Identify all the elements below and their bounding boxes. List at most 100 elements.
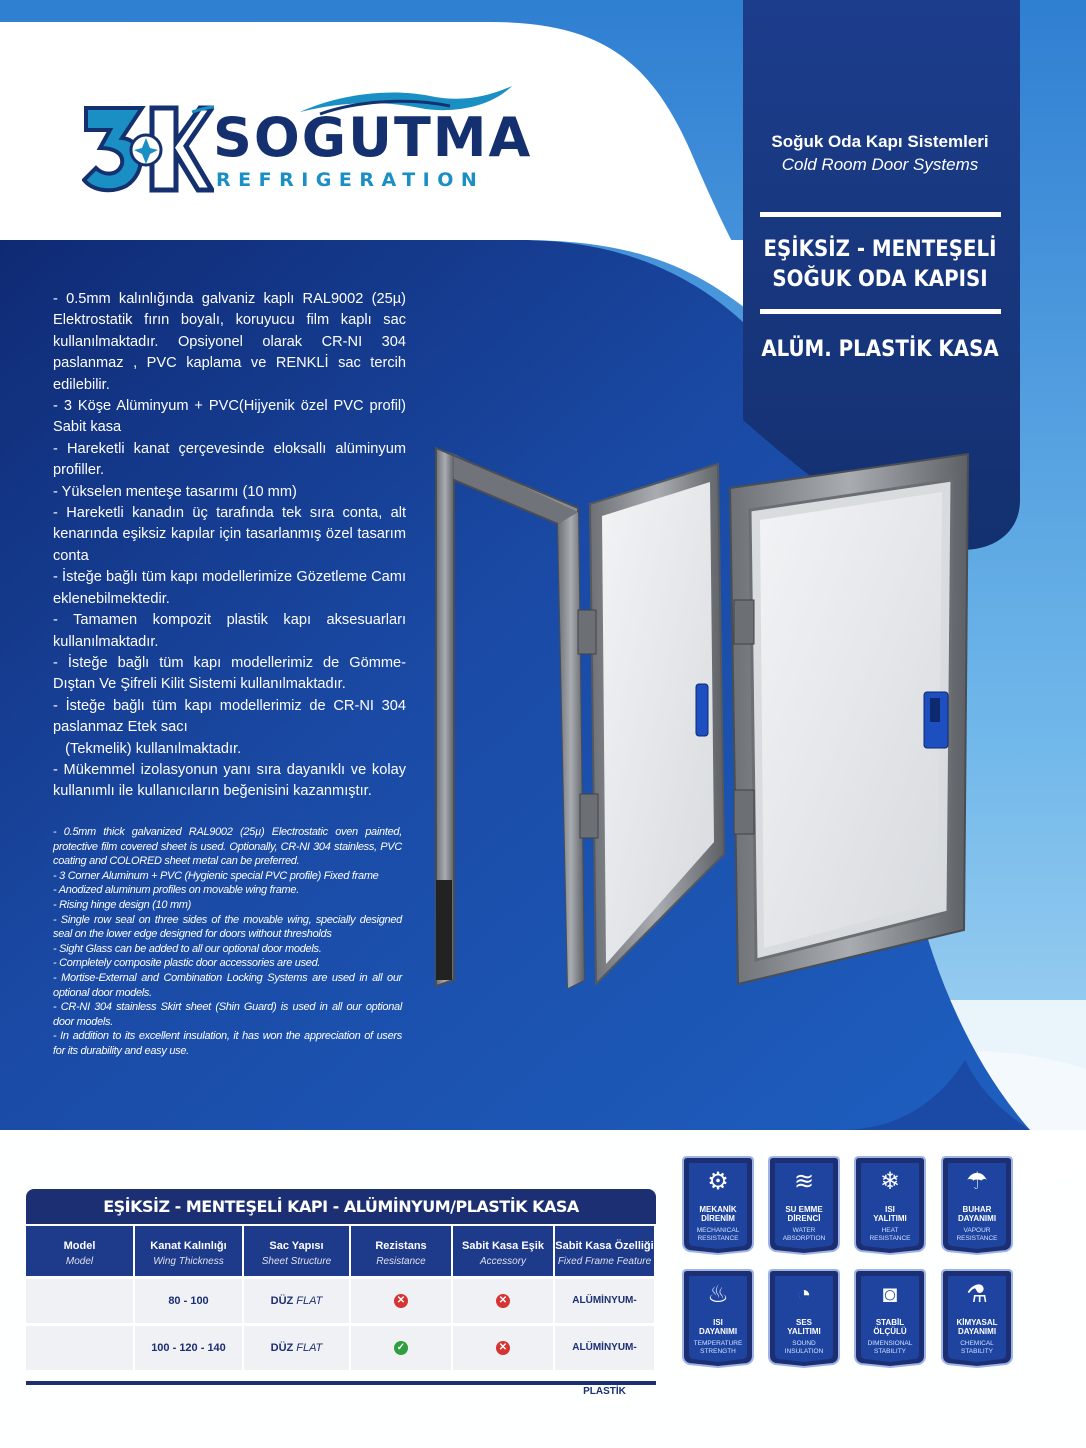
logo-mark-icon [82,105,214,193]
badge-shield-icon [941,1269,1013,1368]
cell-model [26,1279,133,1323]
features-en-list: - 0.5mm thick galvanized RAL9002 (25µ) E… [53,825,402,1059]
cross-icon: ✕ [496,1294,510,1309]
header-tr: Sabit Kasa Özelliği [555,1240,654,1252]
door-product-image [435,446,970,990]
feature-en-item: - Mortise-External and Combination Locki… [53,971,402,999]
badge-shield-icon [768,1269,840,1368]
cell-thickness: 100 - 120 - 140 [135,1326,242,1370]
feature-tr-item: - 3 Köşe Alüminyum + PVC(Hijyenik özel P… [53,398,406,436]
tape-measure-icon: ◙ [882,1281,898,1308]
brand-name: SOGUTMA [213,106,533,169]
sheet-tr: DÜZ [270,1295,294,1307]
product-title-line2: SOĞUK ODA KAPISI [772,267,988,292]
sheet-en: FLAT [296,1295,323,1307]
table-row: 100 - 120 - 140 DÜZ FLAT ✓ ✕ ALÜMİNYUM-P… [26,1326,656,1397]
flask-icon: ⚗ [966,1281,988,1308]
table-title: EŞİKSİZ - MENTEŞELİ KAPI - ALÜMİNYUM/PLA… [26,1189,656,1224]
cell-resistance: ✕ [351,1279,451,1323]
features-tr-list: - 0.5mm kalınlığında galvaniz kaplı RAL9… [53,289,406,803]
sheet-tr: DÜZ [270,1342,294,1354]
feature-tr-item: - 0.5mm kalınlığında galvaniz kaplı RAL9… [53,291,406,393]
header-en: Sheet Structure [261,1256,332,1267]
header-en: Fixed Frame Feature [557,1256,652,1267]
badge-shield-icon [854,1156,926,1255]
feature-tr-item: - İsteğe bağlı tüm kapı modellerimiz de … [53,697,406,736]
header-title-tr: Soğuk Oda Kapı Sistemleri [771,132,989,151]
header-tr: Sabit Kasa Eşik [462,1240,544,1252]
cell-threshold: ✕ [453,1279,553,1323]
feature-tr-item: - İsteğe bağlı tüm kapı modellerimize Gö… [53,569,406,607]
header-en: Accessory [479,1256,527,1267]
feature-tr-item: - İsteğe bağlı tüm kapı modellerimiz de … [53,654,406,693]
cell-model [26,1326,133,1370]
badge-shield-icon [854,1269,926,1368]
feature-en-item: - 0.5mm thick galvanized RAL9002 (25µ) E… [53,826,402,868]
feature-en-item: - Sight Glass can be added to all our op… [53,942,322,955]
open-door-leaf [577,462,726,987]
header-tr: Model [63,1240,96,1252]
header-en: Model [65,1256,94,1267]
water-layers-icon: ≋ [793,1168,815,1195]
feature-tr-item: - Tamamen kompozit plastik kapı aksesuar… [53,612,406,650]
badge-shield-icon [682,1156,754,1255]
logo-wave-icon [300,86,512,116]
feature-tr-item: - Mükemmel izolasyonun yanı sıra dayanık… [53,761,406,800]
divider [760,212,1001,217]
badge-shield-icon [941,1156,1013,1255]
table-bottom-rule [26,1381,656,1385]
table-row: 80 - 100 DÜZ FLAT ✕ ✕ ALÜMİNYUM-PLASTİK [26,1279,656,1350]
cross-icon: ✕ [394,1294,408,1309]
closed-door [728,452,970,986]
header-en: Resistance [376,1256,426,1267]
header-tr: Kanat Kalınlığı [150,1240,227,1252]
cell-threshold: ✕ [453,1326,553,1370]
cell-frame: ALÜMİNYUM-PLASTİK [555,1279,654,1350]
feature-en-item: - Rising hinge design (10 mm) [53,898,192,911]
header-title-en: Cold Room Door Systems [781,155,979,174]
gears-icon: ⚙ [707,1168,729,1195]
badge-shield-icon [682,1269,754,1368]
brand-subtitle: REFRIGERATION [216,169,485,191]
cell-sheet: DÜZ FLAT [244,1326,349,1370]
cell-frame: ALÜMİNYUM-PLASTİK [555,1326,654,1397]
open-door-frame [435,446,586,990]
product-frame-label: ALÜM. PLASTİK KASA [761,337,999,362]
feature-tr-item: (Tekmelik) kullanılmaktadır. [53,740,242,757]
badge-shield-icon [768,1156,840,1255]
feature-en-item: - In addition to its excellent insulatio… [53,1030,402,1057]
thermometer-snow-icon: ❄ [879,1168,901,1195]
feature-en-item: - 3 Corner Aluminum + PVC (Hygienic spec… [53,869,379,882]
feature-tr-item: - Hareketli kanadın üç tarafında tek sır… [53,505,406,564]
flame-icon: ♨ [707,1281,729,1308]
header-tr: Rezistans [375,1240,427,1252]
sheet-en: FLAT [296,1342,323,1354]
